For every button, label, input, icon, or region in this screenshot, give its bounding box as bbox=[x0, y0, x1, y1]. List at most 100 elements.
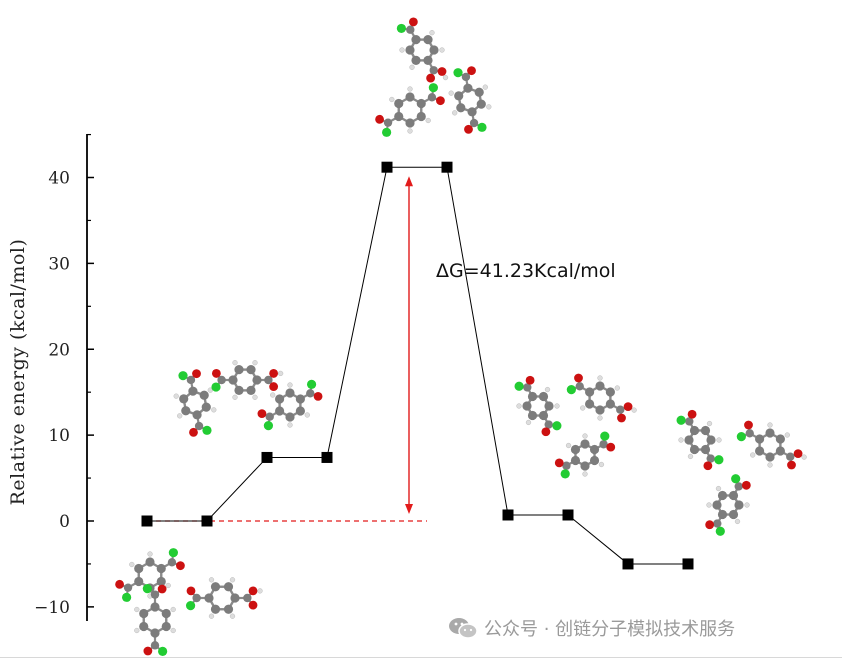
carbon-atom bbox=[306, 389, 315, 398]
carbon-atom bbox=[210, 582, 221, 592]
data-point bbox=[141, 515, 153, 527]
hydrogen-atom bbox=[597, 375, 603, 381]
carbon-atom bbox=[463, 83, 473, 93]
carbon-atom bbox=[394, 98, 404, 109]
hydrogen-atom bbox=[177, 413, 183, 419]
oxygen-atom bbox=[186, 586, 196, 596]
hydrogen-atom bbox=[229, 613, 236, 619]
hydrogen-atom bbox=[409, 64, 415, 70]
carbon-atom bbox=[427, 93, 437, 102]
carbon-atom bbox=[383, 118, 393, 127]
hydrogen-atom bbox=[614, 385, 620, 391]
oxygen-atom bbox=[541, 427, 551, 437]
carbon-atom bbox=[199, 390, 209, 400]
chlorine-atom bbox=[676, 415, 686, 425]
carbon-atom bbox=[167, 558, 177, 567]
oxygen-atom bbox=[257, 409, 267, 419]
molecule-structures bbox=[115, 17, 807, 657]
carbon-atom bbox=[405, 45, 415, 55]
hydrogen-atom bbox=[442, 74, 449, 81]
y-tick-label: 30 bbox=[48, 254, 70, 274]
carbon-atom bbox=[275, 394, 285, 404]
chlorine-atom bbox=[211, 382, 221, 392]
hydrogen-atom bbox=[767, 462, 773, 468]
oxygen-atom bbox=[793, 449, 803, 459]
chlorine-atom bbox=[514, 381, 524, 391]
carbon-atom bbox=[616, 405, 625, 414]
oxygen-atom bbox=[143, 646, 153, 656]
carbon-atom bbox=[150, 628, 160, 638]
carbon-atom bbox=[429, 66, 438, 75]
y-tick-label: 0 bbox=[59, 512, 70, 532]
chlorine-atom bbox=[552, 421, 562, 431]
carbon-atom bbox=[134, 576, 144, 587]
carbon-atom bbox=[728, 490, 739, 501]
hydrogen-atom bbox=[598, 461, 605, 468]
carbon-atom bbox=[595, 405, 605, 415]
oxygen-atom bbox=[623, 402, 633, 412]
chlorine-atom bbox=[566, 385, 576, 395]
carbon-atom bbox=[575, 382, 584, 391]
carbon-atom bbox=[246, 385, 256, 395]
carbon-atom bbox=[700, 425, 711, 436]
chlorine-atom bbox=[731, 474, 741, 484]
carbon-atom bbox=[145, 557, 155, 567]
data-point bbox=[682, 558, 694, 570]
chlorine-atom bbox=[715, 526, 725, 536]
y-tick-label: 20 bbox=[48, 340, 70, 360]
hydrogen-atom bbox=[277, 370, 284, 377]
chlorine-atom bbox=[382, 127, 392, 137]
carbon-atom bbox=[562, 461, 571, 470]
hydrogen-atom bbox=[147, 551, 153, 557]
carbon-atom bbox=[295, 406, 305, 416]
divider bbox=[0, 657, 842, 658]
y-axis-label: Relative energy (kcal/mol) bbox=[7, 239, 29, 506]
hydrogen-atom bbox=[554, 403, 560, 409]
oxygen-atom bbox=[248, 600, 258, 610]
chlorine-atom bbox=[168, 548, 178, 558]
chlorine-atom bbox=[736, 432, 746, 442]
carbon-atom bbox=[476, 99, 486, 109]
carbon-atom bbox=[700, 444, 711, 455]
chlorine-atom bbox=[560, 469, 570, 479]
chlorine-atom bbox=[263, 421, 274, 431]
carbon-atom bbox=[285, 388, 295, 398]
oxygen-atom bbox=[554, 458, 564, 468]
carbon-atom bbox=[223, 604, 234, 614]
hydrogen-atom bbox=[304, 412, 310, 418]
oxygen-atom bbox=[375, 114, 384, 124]
hydrogen-atom bbox=[232, 360, 238, 366]
carbon-atom bbox=[544, 420, 553, 429]
oxygen-atom bbox=[426, 73, 436, 83]
hydrogen-atom bbox=[170, 627, 176, 634]
hydrogen-atom bbox=[134, 627, 140, 634]
carbon-atom bbox=[150, 602, 160, 612]
carbon-atom bbox=[181, 406, 191, 416]
oxygen-atom bbox=[408, 17, 418, 27]
delta-g-annotation: ΔG=41.23Kcal/mol bbox=[436, 260, 616, 282]
carbon-atom bbox=[295, 394, 305, 404]
carbon-atom bbox=[523, 383, 532, 392]
carbon-atom bbox=[139, 621, 149, 632]
carbon-atom bbox=[585, 387, 595, 397]
y-tick-label: 40 bbox=[48, 169, 70, 189]
carbon-atom bbox=[755, 446, 765, 456]
carbon-atom bbox=[179, 394, 189, 404]
chlorine-atom bbox=[142, 583, 152, 594]
oxygen-atom bbox=[606, 442, 616, 452]
hydrogen-atom bbox=[232, 394, 238, 400]
hydrogen-atom bbox=[716, 437, 722, 443]
carbon-atom bbox=[786, 452, 795, 461]
barrier-arrow-head-bottom bbox=[405, 504, 413, 514]
hydrogen-atom bbox=[165, 582, 171, 589]
hydrogen-atom bbox=[482, 84, 488, 90]
product-molecule-b bbox=[736, 420, 807, 470]
hydrogen-atom bbox=[173, 393, 179, 399]
chlorine-atom bbox=[428, 83, 438, 93]
oxygen-atom bbox=[189, 427, 198, 437]
carbon-atom bbox=[595, 381, 605, 391]
oxygen-atom bbox=[464, 124, 473, 134]
hydrogen-atom bbox=[580, 405, 586, 411]
carbon-atom bbox=[223, 582, 234, 592]
carbon-atom bbox=[454, 91, 464, 101]
